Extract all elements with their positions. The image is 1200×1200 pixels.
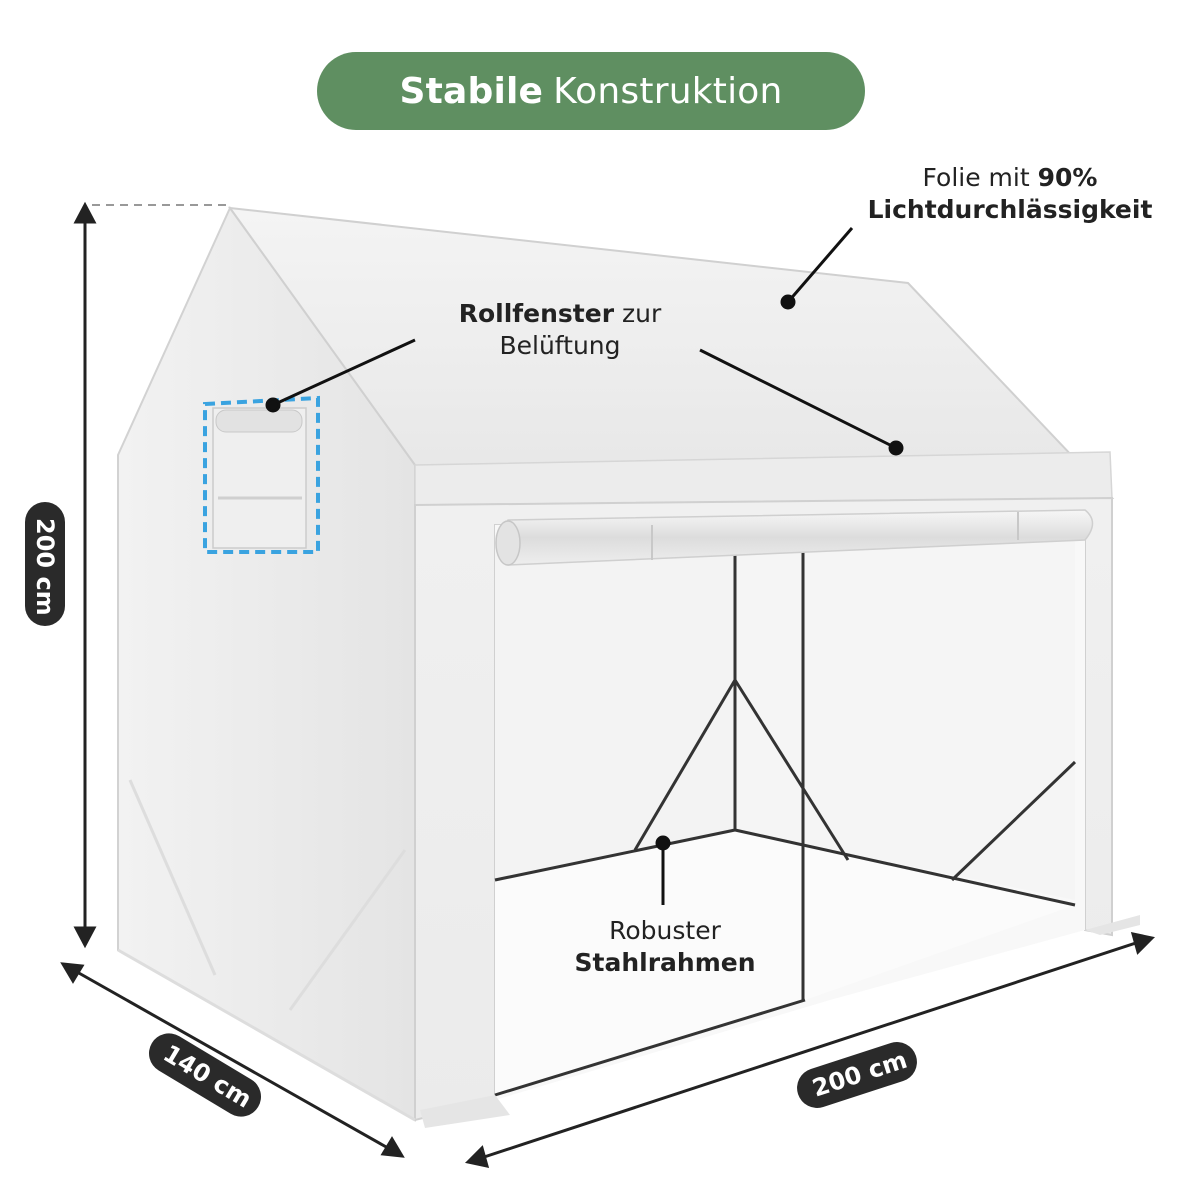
foil-line2-bold: Lichtdurchlässigkeit [867,195,1153,224]
foil-line1-prefix: Folie mit [922,163,1038,192]
title-bold: Stabile [399,70,544,112]
title-rest: Konstruktion [553,70,783,112]
steel-frame [494,552,1077,1097]
window-line1-bold: Rollfenster [458,299,615,328]
foil-callout: Folie mit 90% Lichtdurchlässigkeit [830,162,1190,226]
roll-window [203,395,320,554]
window-callout: Rollfenster zur Belüftung [430,298,690,362]
title-badge: Stabile Konstruktion [317,52,865,130]
window-line1-rest: zur [614,299,662,328]
frame-callout: Robuster Stahlrahmen [545,915,785,979]
frame-line1: Robuster [609,916,721,945]
height-badge: 200 cm [25,502,65,626]
foil-line1-bold: 90% [1037,163,1098,192]
rolled-door [495,509,1094,566]
frame-line2-bold: Stahlrahmen [574,948,756,977]
window-line2: Belüftung [499,331,621,360]
